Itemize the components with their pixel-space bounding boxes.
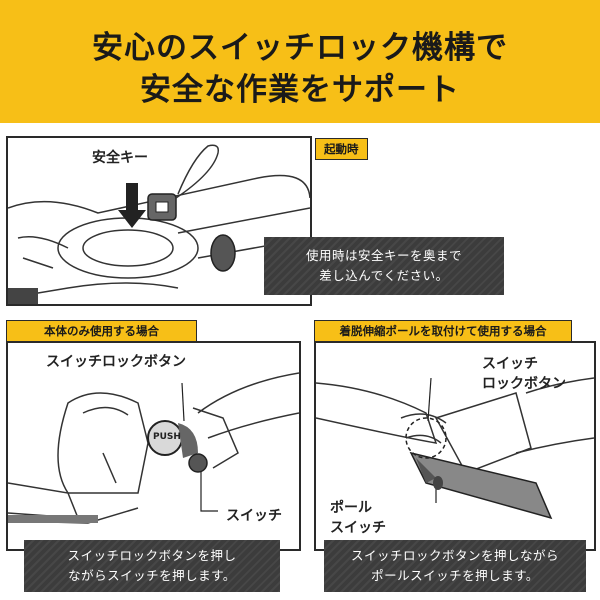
safety-key-illustration xyxy=(8,144,310,304)
switch-lock-button-label: スイッチロックボタン xyxy=(46,354,186,370)
startup-note: 使用時は安全キーを奥まで 差し込んでください。 xyxy=(264,237,504,295)
pole-lock-label-line-2: ロックボタン xyxy=(482,376,566,392)
switch-label: スイッチ xyxy=(226,508,282,524)
startup-panel: 安全キー xyxy=(6,136,312,306)
push-text: PUSH xyxy=(153,432,181,442)
body-only-note: スイッチロックボタンを押し ながらスイッチを押します。 xyxy=(24,540,280,592)
startup-tag: 起動時 xyxy=(315,138,368,160)
pole-note: スイッチロックボタンを押しながら ポールスイッチを押します。 xyxy=(324,540,586,592)
body-only-tag: 本体のみ使用する場合 xyxy=(6,320,197,342)
startup-note-line-2: 差し込んでください。 xyxy=(319,268,449,283)
pole-switch-label-line-2: スイッチ xyxy=(330,520,386,536)
safety-key-label: 安全キー xyxy=(92,150,148,166)
pole-note-line-1: スイッチロックボタンを押しながら xyxy=(350,548,559,563)
body-only-note-line-1: スイッチロックボタンを押し xyxy=(67,548,237,563)
pole-panel: スイッチ ロックボタン ポール スイッチ xyxy=(314,341,596,551)
pole-note-line-2: ポールスイッチを押します。 xyxy=(371,568,539,583)
pole-tag: 着脱伸縮ポールを取付けて使用する場合 xyxy=(314,320,572,342)
headline-banner: 安心のスイッチロック機構で 安全な作業をサポート xyxy=(0,0,600,123)
pole-illustration xyxy=(316,377,594,520)
pole-switch-label-line-1: ポール xyxy=(330,500,372,516)
body-only-panel: PUSH スイッチロックボタン スイッチ xyxy=(6,341,301,551)
startup-note-line-1: 使用時は安全キーを奥まで xyxy=(305,248,462,263)
body-only-illustration xyxy=(8,372,299,524)
headline-line-2: 安全な作業をサポート xyxy=(140,72,460,108)
pole-lock-label-line-1: スイッチ xyxy=(482,356,538,372)
body-only-note-line-2: ながらスイッチを押します。 xyxy=(68,568,236,583)
headline-line-1: 安心のスイッチロック機構で xyxy=(92,30,508,66)
